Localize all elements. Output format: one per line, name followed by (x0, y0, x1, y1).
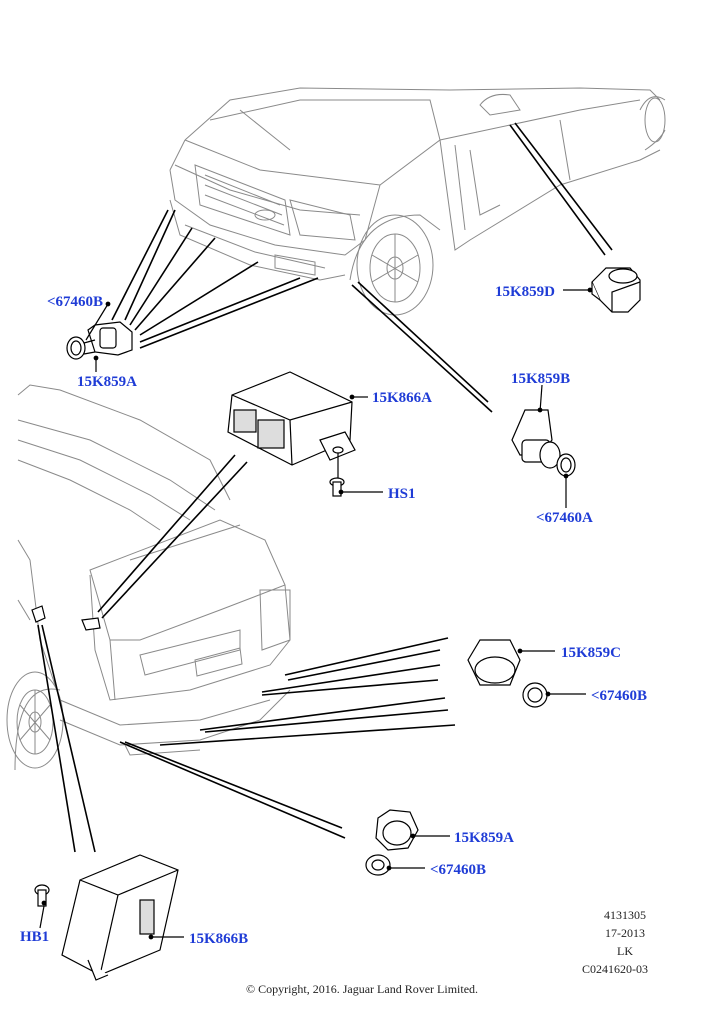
callout-15K859A-top[interactable]: 15K859A (77, 374, 137, 390)
callout-ticks (39, 287, 593, 940)
screw-HS1-part[interactable] (329, 477, 345, 497)
rear-vehicle-illustration (6, 384, 291, 771)
callout-15K866B[interactable]: 15K866B (189, 931, 249, 947)
sensor-15K859B-part[interactable] (511, 409, 576, 477)
callout-15K859B[interactable]: 15K859B (511, 371, 571, 387)
callout-15K859C[interactable]: 15K859C (561, 645, 621, 661)
sensor-15K859A-bottom-part[interactable] (365, 809, 419, 876)
callout-15K859D[interactable]: 15K859D (495, 284, 555, 300)
front-vehicle-illustration (169, 87, 666, 316)
illustration-id: C0241620-03 (582, 962, 648, 976)
callout-15K866A[interactable]: 15K866A (372, 390, 432, 406)
leader-lines (37, 122, 613, 853)
callout-67460B-top[interactable]: <67460B (47, 294, 104, 310)
date-code: 17-2013 (605, 926, 645, 940)
callout-67460B-bottom[interactable]: <67460B (430, 862, 487, 878)
bolt-HB1-part[interactable] (34, 884, 50, 907)
module-15K866B-part[interactable] (61, 854, 179, 981)
sensor-15K859C-part[interactable] (467, 639, 548, 708)
reference-number: 4131305 (604, 908, 646, 922)
callout-67460B-mid[interactable]: <67460B (591, 688, 648, 704)
callout-HB1[interactable]: HB1 (20, 929, 50, 945)
module-15K866A-part[interactable] (227, 371, 356, 466)
rear-module-location-marks (31, 605, 101, 631)
callout-67460A[interactable]: <67460A (536, 510, 593, 526)
copyright-notice: © Copyright, 2016. Jaguar Land Rover Lim… (245, 982, 479, 996)
callout-HS1[interactable]: HS1 (388, 486, 416, 502)
sensor-15K859D-part[interactable] (591, 267, 641, 313)
sensor-15K859A-top-part[interactable] (66, 321, 133, 360)
region-code: LK (617, 944, 633, 958)
callout-15K859A-bottom[interactable]: 15K859A (454, 830, 514, 846)
